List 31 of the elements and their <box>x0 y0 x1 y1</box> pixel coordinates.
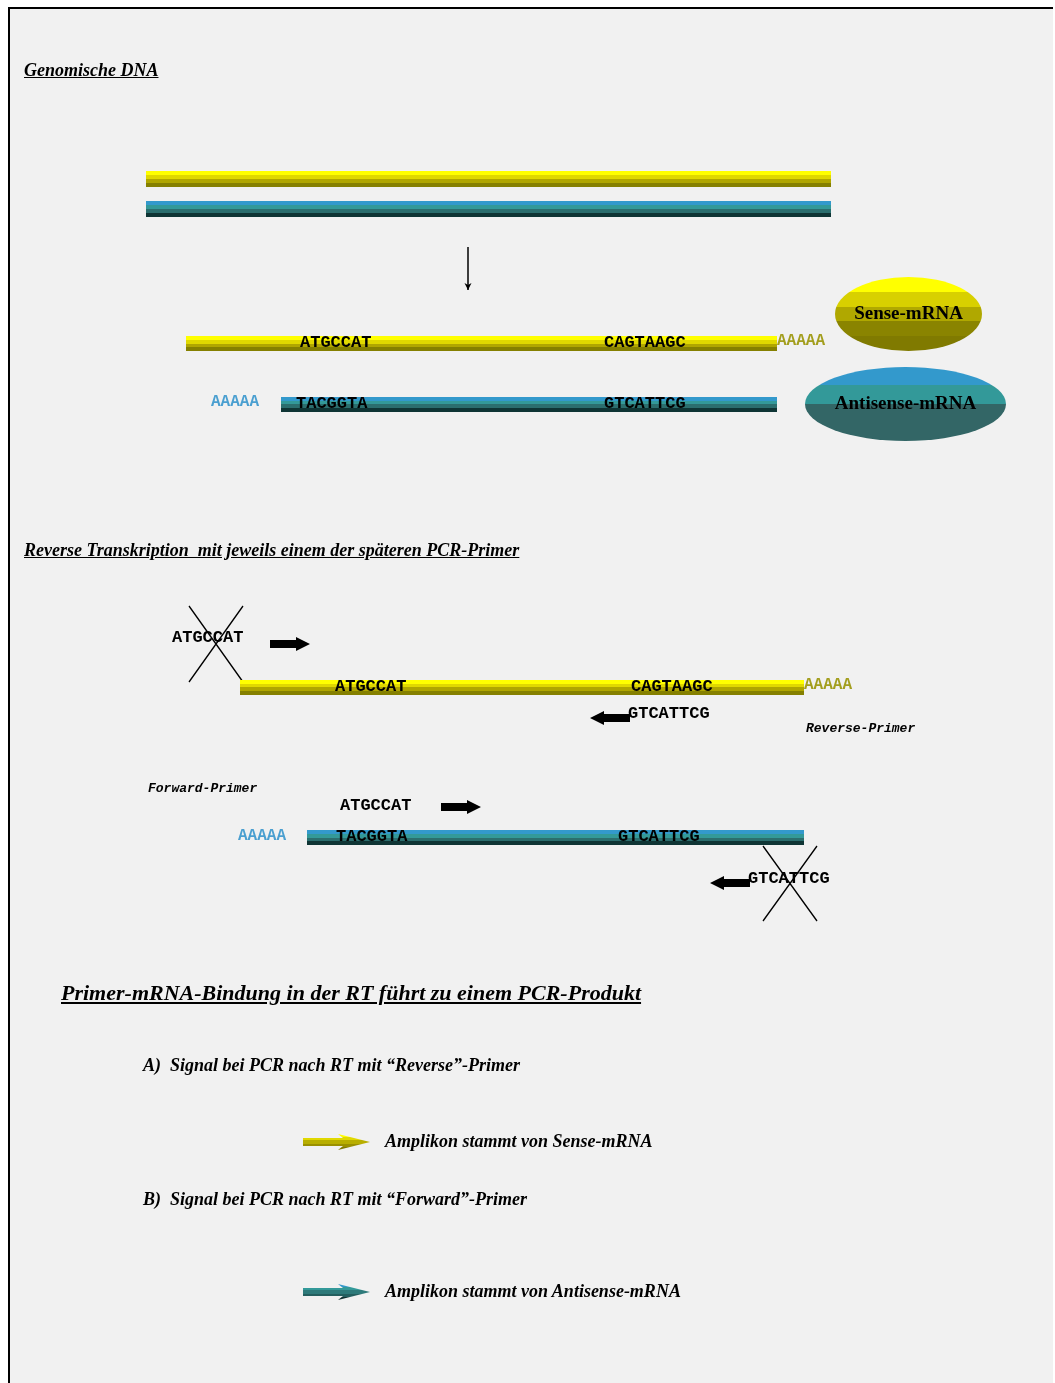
mrna-strand <box>307 830 804 845</box>
arrow <box>464 246 472 291</box>
sequence-text: GTCATTCG <box>618 829 700 845</box>
mrna-strand <box>186 336 777 351</box>
ellipse-label: Antisense-mRNA <box>833 392 978 414</box>
dna-strand-bar <box>146 201 831 217</box>
sequence-text: CAGTAAGC <box>631 679 713 695</box>
poly-a-tail: AAAAA <box>777 333 825 349</box>
poly-a-tail: AAAAA <box>804 677 852 693</box>
ellipse-label: Sense-mRNA <box>853 302 964 324</box>
mrna-strand <box>240 680 804 695</box>
mrna-ellipse <box>805 367 1006 441</box>
section-heading: Genomische DNA <box>24 60 159 81</box>
primer-label: Forward-Primer <box>148 781 258 797</box>
legend-text: Amplikon stammt von Sense-mRNA <box>385 1131 653 1152</box>
section-heading: Reverse Transkription mit jeweils einem der späteren PCR-Primer <box>24 540 520 561</box>
legend-text: Amplikon stammt von Antisense-mRNA <box>385 1281 681 1302</box>
poly-a-tail: AAAAA <box>211 394 259 410</box>
conclusion-heading: Primer-mRNA-Bindung in der RT führt zu einem PCR-Produkt <box>61 980 642 1006</box>
poly-a-tail: AAAAA <box>238 828 286 844</box>
result-text: A) Signal bei PCR nach RT mit “Reverse”-Primer <box>143 1055 520 1076</box>
mrna-ellipse <box>835 277 982 351</box>
sequence-text: CAGTAAGC <box>604 335 686 351</box>
sequence-text: ATGCCAT <box>335 679 407 695</box>
result-text: B) Signal bei PCR nach RT mit “Forward”-Primer <box>143 1189 528 1210</box>
dna-strand-bar <box>146 171 831 187</box>
primer-label: Reverse-Primer <box>806 721 916 737</box>
sequence-text: TACGGTA <box>336 829 408 845</box>
primer-sequence: ATGCCAT <box>340 798 412 814</box>
sequence-text: ATGCCAT <box>300 335 372 351</box>
primer-sequence: GTCATTCG <box>628 706 710 722</box>
